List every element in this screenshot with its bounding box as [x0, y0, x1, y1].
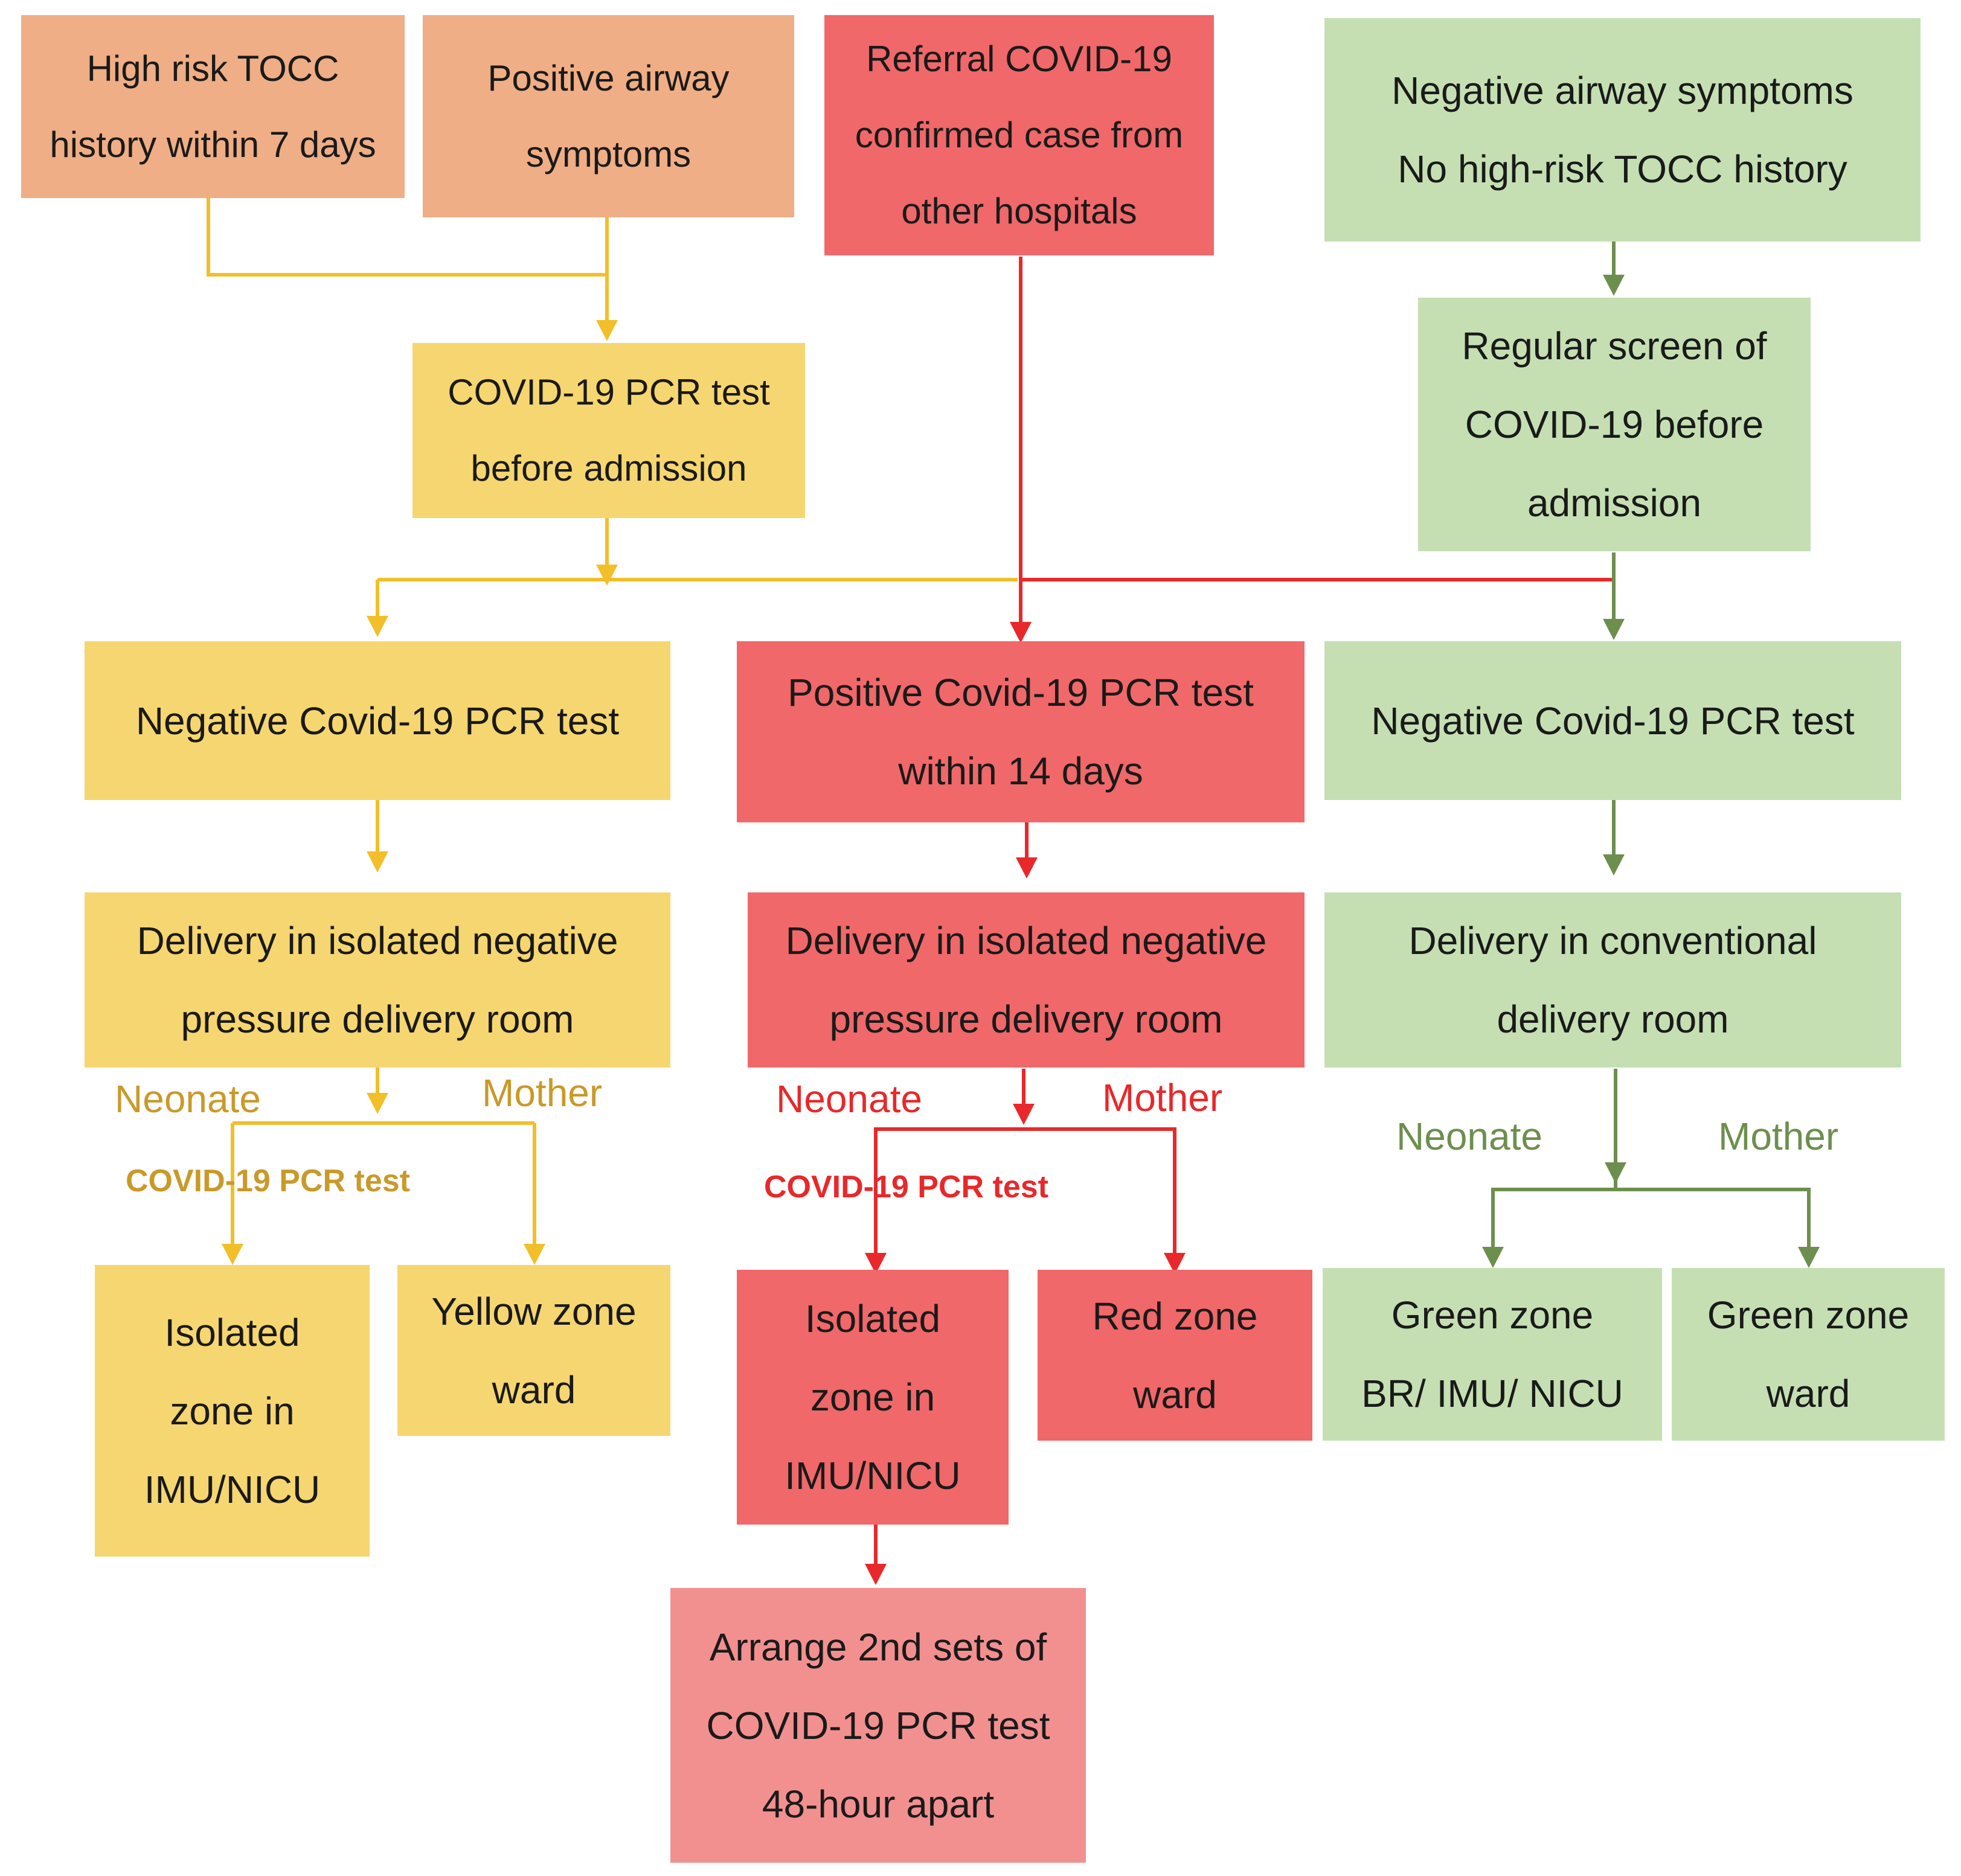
yellow-connectors [207, 193, 1018, 1247]
box-text: ward [1766, 1372, 1850, 1415]
box-text: Green zone [1391, 1293, 1594, 1337]
pcr-test-label-red: COVID-19 PCR test [764, 1170, 1048, 1205]
mother-label-yellow: Mother [482, 1071, 603, 1115]
neonate-label-red: Neonate [776, 1077, 922, 1121]
high-risk-tocc-box: High risk TOCC history within 7 days [21, 15, 405, 198]
box-text: IMU/NICU [785, 1454, 961, 1497]
green-zone-ward-box: Green zone ward [1672, 1268, 1945, 1441]
box-text: pressure delivery room [181, 997, 574, 1041]
mother-label-red: Mother [1102, 1076, 1223, 1119]
box-text: Delivery in conventional [1408, 919, 1817, 962]
box-text: Green zone [1707, 1293, 1910, 1337]
box-text: Positive Covid-19 PCR test [788, 671, 1254, 714]
box-text: COVID-19 PCR test [706, 1703, 1050, 1747]
delivery-red-box: Delivery in isolated negative pressure d… [748, 892, 1305, 1068]
pcr-before-admission-box: COVID-19 PCR test before admission [412, 343, 805, 518]
box-text: Red zone [1092, 1294, 1258, 1338]
green-zone-br-box: Green zone BR/ IMU/ NICU [1323, 1268, 1662, 1441]
box-text: Delivery in isolated negative [785, 919, 1267, 962]
box-text: Yellow zone [431, 1289, 637, 1333]
box-text: Negative Covid-19 PCR test [1371, 699, 1855, 743]
yellow-arrowheads [222, 320, 618, 1265]
second-pcr-box: Arrange 2nd sets of COVID-19 PCR test 48… [670, 1588, 1086, 1863]
yellow-zone-ward-box: Yellow zone ward [397, 1265, 670, 1436]
box-text: delivery room [1497, 997, 1729, 1041]
delivery-yellow-box: Delivery in isolated negative pressure d… [85, 892, 670, 1068]
box-text: Negative Covid-19 PCR test [135, 699, 620, 743]
box-text: No high-risk TOCC history [1398, 147, 1847, 191]
positive-airway-box: Positive airway symptoms [423, 15, 794, 217]
referral-confirmed-box: Referral COVID-19 confirmed case from ot… [824, 15, 1214, 255]
regular-screen-box: Regular screen of COVID-19 before admiss… [1418, 298, 1811, 551]
box-text: other hospitals [901, 191, 1137, 231]
box-text: BR/ IMU/ NICU [1361, 1372, 1623, 1415]
neonate-label-yellow: Neonate [115, 1077, 261, 1121]
green-arrowheads [1482, 275, 1820, 1268]
box-text: before admission [470, 448, 747, 488]
box-text: Arrange 2nd sets of [709, 1625, 1047, 1669]
box-text: admission [1527, 481, 1702, 525]
box-text: history within 7 days [50, 124, 376, 165]
green-connectors [1491, 242, 1811, 1247]
negative-pcr-green-box: Negative Covid-19 PCR test [1324, 641, 1901, 800]
delivery-green-box: Delivery in conventional delivery room [1324, 892, 1901, 1068]
pcr-test-label-yellow: COVID-19 PCR test [126, 1164, 410, 1199]
isolated-zone-red-box: Isolated zone in IMU/NICU [737, 1270, 1009, 1525]
box-text: pressure delivery room [829, 997, 1223, 1041]
box-text: ward [1133, 1372, 1217, 1417]
box-text: 48-hour apart [762, 1782, 995, 1826]
box-text: COVID-19 PCR test [448, 372, 770, 412]
negative-pcr-yellow-box: Negative Covid-19 PCR test [85, 641, 670, 800]
box-text: zone in [810, 1375, 936, 1419]
box-text: Delivery in isolated negative [136, 919, 618, 962]
box-text: confirmed case from [855, 115, 1184, 155]
positive-pcr-red-box: Positive Covid-19 PCR test within 14 day… [737, 641, 1305, 822]
box-text: Isolated [164, 1310, 300, 1354]
negative-airway-box: Negative airway symptoms No high-risk TO… [1324, 18, 1921, 242]
box-text: Isolated [804, 1297, 941, 1340]
box-text: Referral COVID-19 [866, 39, 1172, 79]
box-text: Positive airway [487, 57, 730, 98]
red-connectors [874, 257, 1614, 1567]
neonate-label-green: Neonate [1396, 1115, 1542, 1158]
box-text: zone in [170, 1389, 295, 1433]
box-text: Negative airway symptoms [1391, 69, 1853, 112]
box-text: symptoms [525, 133, 692, 174]
red-arrowheads [865, 622, 1186, 1585]
box-text: IMU/NICU [144, 1467, 321, 1511]
red-zone-ward-box: Red zone ward [1038, 1270, 1312, 1441]
box-text: within 14 days [898, 749, 1143, 793]
mother-label-green: Mother [1718, 1115, 1839, 1158]
box-text: Regular screen of [1462, 324, 1767, 368]
box-text: High risk TOCC [86, 48, 339, 89]
box-text: ward [492, 1368, 576, 1412]
box-text: COVID-19 before [1465, 403, 1764, 446]
isolated-zone-yellow-box: Isolated zone in IMU/NICU [95, 1265, 370, 1557]
